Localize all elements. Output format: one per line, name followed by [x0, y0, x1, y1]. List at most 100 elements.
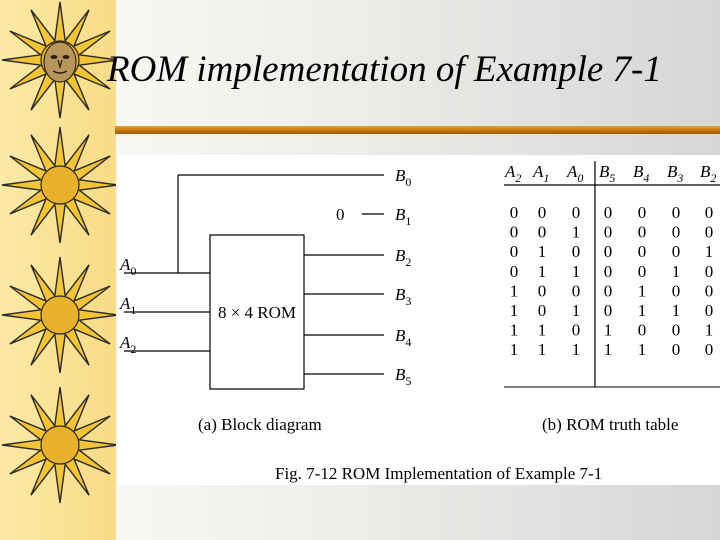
header-b3-letter: B — [667, 162, 678, 181]
header-b3-subscript: 3 — [676, 171, 683, 185]
output-label-b2-letter: B — [395, 246, 406, 265]
input-label-a2: A2 — [119, 333, 136, 356]
input-label-a2-letter: A — [119, 333, 131, 352]
sun-decoration-column — [1, 1, 116, 504]
table-cell: 0 — [604, 203, 613, 222]
table-cell: 0 — [604, 223, 613, 242]
table-cell: 0 — [572, 203, 581, 222]
table-cell: 0 — [572, 242, 581, 261]
table-cell: 0 — [672, 321, 681, 340]
header-a2-letter: A — [504, 162, 516, 181]
input-label-a0: A0 — [119, 255, 136, 278]
table-cell: 0 — [705, 301, 714, 320]
header-b4-subscript: 4 — [643, 171, 649, 185]
table-cell: 0 — [638, 262, 647, 281]
table-cell: 0 — [538, 203, 547, 222]
output-label-b4-letter: B — [395, 326, 406, 345]
sun-icon — [1, 126, 116, 244]
table-cell: 0 — [538, 301, 547, 320]
input-label-a1-subscript: 1 — [130, 303, 136, 317]
header-b4: B4 — [633, 162, 649, 185]
header-a2-subscript: 2 — [515, 171, 521, 185]
header-a1: A1 — [532, 162, 549, 185]
output-label-b5: B5 — [395, 365, 411, 388]
table-cell: 1 — [510, 281, 519, 300]
output-label-b1-subscript: 1 — [405, 214, 411, 228]
table-cell: 0 — [638, 203, 647, 222]
table-cell: 0 — [604, 281, 613, 300]
input-label-a2-subscript: 2 — [130, 342, 136, 356]
table-cell: 0 — [705, 262, 714, 281]
header-b2: B2 — [700, 162, 716, 185]
figure-caption: Fig. 7-12 ROM Implementation of Example … — [275, 464, 602, 483]
output-label-b2: B2 — [395, 246, 411, 269]
table-cell: 0 — [510, 242, 519, 261]
input-label-a0-subscript: 0 — [130, 264, 136, 278]
output-label-b0-subscript: 0 — [405, 175, 411, 189]
table-cell: 0 — [705, 281, 714, 300]
slide-title: ROM implementation of Example 7-1 — [107, 49, 662, 90]
table-cell: 0 — [538, 281, 547, 300]
table-cell: 1 — [705, 321, 714, 340]
table-cell: 0 — [705, 340, 714, 359]
table-cell: 0 — [604, 262, 613, 281]
output-label-b4-subscript: 4 — [405, 335, 411, 349]
rom-block-label: 8 × 4 ROM — [218, 303, 296, 322]
truth-table-caption: (b) ROM truth table — [542, 415, 678, 434]
table-cell: 1 — [638, 281, 647, 300]
table-cell: 0 — [572, 321, 581, 340]
output-label-b2-subscript: 2 — [405, 255, 411, 269]
table-cell: 1 — [604, 321, 613, 340]
table-cell: 0 — [705, 203, 714, 222]
output-label-b3-letter: B — [395, 285, 406, 304]
input-label-a0-letter: A — [119, 255, 131, 274]
table-cell: 1 — [538, 321, 547, 340]
output-label-b3: B3 — [395, 285, 411, 308]
table-cell: 0 — [638, 242, 647, 261]
output-label-b4: B4 — [395, 326, 411, 349]
input-label-a1: A1 — [119, 294, 136, 317]
header-b2-subscript: 2 — [710, 171, 716, 185]
table-cell: 1 — [572, 301, 581, 320]
table-cell: 0 — [604, 301, 613, 320]
output-label-b0-letter: B — [395, 166, 406, 185]
table-cell: 1 — [510, 340, 519, 359]
table-cell: 0 — [510, 223, 519, 242]
table-cell: 1 — [672, 301, 681, 320]
table-cell: 1 — [538, 262, 547, 281]
table-cell: 1 — [638, 301, 647, 320]
table-cell: 1 — [604, 340, 613, 359]
header-a0-subscript: 0 — [577, 171, 583, 185]
sun-icon — [1, 256, 116, 374]
table-cell: 1 — [572, 262, 581, 281]
table-cell: 1 — [572, 223, 581, 242]
table-cell: 1 — [672, 262, 681, 281]
table-cell: 1 — [510, 301, 519, 320]
header-a1-letter: A — [532, 162, 544, 181]
table-cell: 0 — [510, 203, 519, 222]
input-label-a1-letter: A — [119, 294, 131, 313]
header-a1-subscript: 1 — [543, 171, 549, 185]
table-cell: 1 — [705, 242, 714, 261]
table-cell: 1 — [638, 340, 647, 359]
table-cell: 0 — [672, 242, 681, 261]
table-cell: 0 — [638, 223, 647, 242]
header-b5-subscript: 5 — [609, 171, 615, 185]
output-label-b3-subscript: 3 — [405, 294, 411, 308]
output-label-b5-subscript: 5 — [405, 374, 411, 388]
table-cell: 0 — [672, 340, 681, 359]
table-cell: 1 — [538, 340, 547, 359]
header-b5-letter: B — [599, 162, 610, 181]
table-cell: 1 — [538, 242, 547, 261]
table-cell: 0 — [572, 281, 581, 300]
